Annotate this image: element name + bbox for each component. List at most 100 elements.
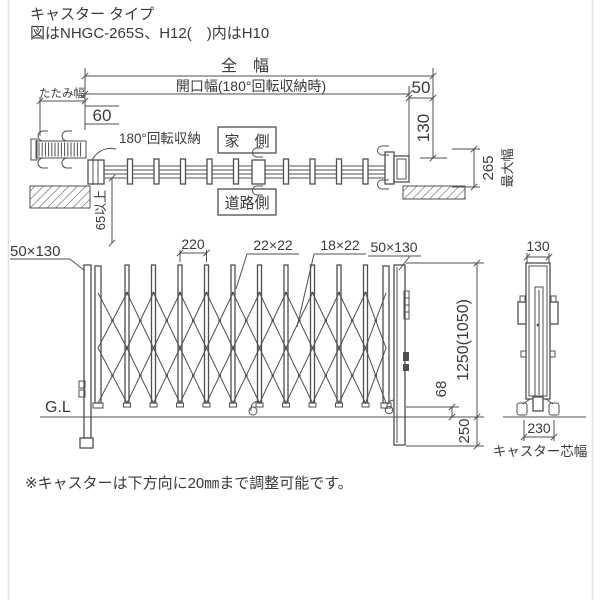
pivot-dot: [138, 374, 142, 377]
pivot-dot: [324, 319, 328, 322]
gate-left-stile: [94, 265, 102, 404]
pivot-dot: [297, 374, 301, 377]
right-post-size-label: 50×130: [370, 239, 417, 255]
pivot-dot: [125, 291, 129, 295]
pivot-dot: [337, 291, 341, 295]
post-caster-elev: [386, 399, 395, 410]
road-side-box: [217, 188, 277, 216]
pivot-dot: [191, 374, 195, 377]
pivot-dot: [258, 346, 261, 350]
dim-tick: [108, 174, 116, 182]
gate-right-stile: [382, 265, 390, 404]
pivot-dot: [271, 374, 275, 377]
opening-width-label: 開口幅(180°回転収納時): [176, 78, 326, 94]
caster-width-dim: 230: [527, 420, 551, 436]
mid-caster-plan: [251, 159, 266, 185]
house-side-box: [217, 126, 277, 154]
pivot-dot: [337, 346, 341, 350]
dim-tick: [448, 413, 456, 421]
pivot-dot: [374, 374, 378, 377]
pivot-dot: [284, 291, 288, 295]
dim-tick: [429, 94, 437, 102]
pivot-dot: [324, 374, 328, 377]
picket-size-label: 22×22: [253, 237, 293, 253]
pivot-dot: [231, 346, 235, 350]
dim-tick: [470, 145, 478, 153]
pivot-dot: [244, 374, 248, 377]
pivot-dot: [258, 291, 261, 295]
pivot-dot: [231, 291, 235, 295]
pivot-dot: [284, 346, 288, 350]
pivot-dot: [374, 319, 378, 322]
side-view: 130 230 キャスター芯幅: [493, 238, 588, 459]
brace-size-label: 18×22: [320, 237, 360, 253]
dim-tick: [429, 154, 437, 162]
dim-tick: [405, 94, 413, 102]
pivot-dot: [165, 374, 169, 377]
dim-tick: [448, 403, 456, 411]
dim-tick: [429, 72, 437, 80]
mid-caster-elev: [250, 400, 260, 412]
picket-plan: [362, 158, 369, 185]
left-post: [83, 264, 92, 439]
pivot-dot: [218, 319, 222, 322]
drawing-title: キャスター タイプ: [30, 6, 154, 23]
end-bracket-plan: [384, 151, 395, 185]
dim-tick: [520, 433, 528, 441]
picket-plan: [309, 158, 316, 185]
picket-elevation: [256, 264, 263, 404]
picket-plan: [335, 158, 343, 185]
picket-elevation: [124, 264, 130, 404]
pivot-dot: [350, 319, 354, 322]
rotation-label: 180°回転収納: [119, 131, 201, 146]
picket-plan: [126, 158, 134, 185]
dim-265: 265: [480, 155, 497, 180]
dim-50: 50: [412, 78, 431, 97]
picket-elevation: [336, 264, 342, 404]
total-width-label: 全 幅: [221, 57, 269, 75]
dim-tick: [473, 413, 481, 421]
pivot-dot: [152, 346, 155, 350]
picket-elevation: [150, 264, 157, 404]
pivot-dot: [364, 291, 367, 295]
dim-tick: [470, 183, 478, 191]
side-bracket-left: [517, 301, 527, 325]
max-width-label: 最大幅: [500, 148, 515, 187]
dim-tick: [81, 72, 89, 80]
picket-plan: [282, 158, 290, 185]
clearance-dim: 65以上: [93, 190, 108, 230]
pivot-dot: [138, 319, 142, 322]
side-width-dim: 130: [526, 238, 550, 254]
dim-tick: [81, 97, 89, 105]
wall-right-hatch: [402, 185, 466, 200]
pivot-dot: [178, 346, 182, 350]
gate-height-dim: 1250(1050): [455, 299, 472, 381]
pivot-dot: [111, 319, 114, 322]
wall-left-hatch: [29, 185, 91, 209]
gate-rail-plan: [87, 145, 410, 196]
pivot-dot: [205, 346, 208, 350]
pivot-dot: [271, 319, 275, 322]
dim-tick: [473, 259, 481, 267]
dim-60: 60: [93, 106, 112, 125]
elevation-view: 50×130 220 22×22: [10, 236, 484, 449]
pivot-dot: [178, 291, 182, 295]
pivot-dot: [218, 374, 222, 377]
dim-tick: [545, 253, 553, 261]
left-post-size-label: 50×130: [10, 243, 60, 260]
pivot-dot: [364, 346, 367, 350]
house-side-label: 家 側: [224, 133, 269, 150]
dim-tick: [202, 249, 211, 257]
picket-elevation: [283, 264, 289, 404]
pivot-dot: [244, 319, 248, 322]
side-casters: [516, 396, 560, 416]
picket-plan: [179, 158, 187, 185]
pivot-dot: [191, 319, 195, 322]
end-post-plan: [393, 155, 410, 183]
pivot-dot: [311, 291, 314, 295]
picket-pitch-dim: 220: [181, 236, 205, 252]
dim-130: 130: [414, 114, 433, 142]
dimension-ticks: [36, 72, 558, 450]
